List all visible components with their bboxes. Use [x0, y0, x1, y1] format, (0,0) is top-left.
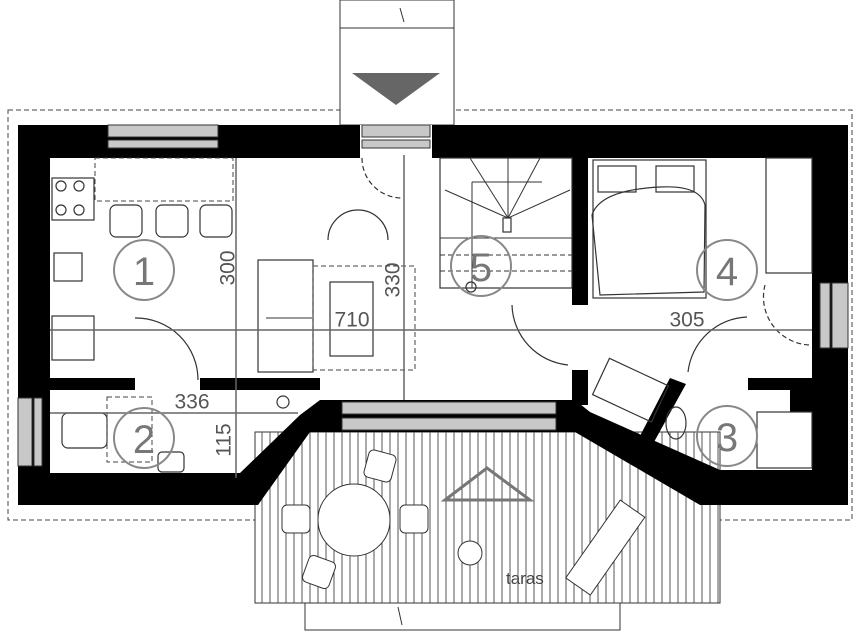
room-number-5: 5	[470, 246, 492, 290]
dimension-lines	[50, 155, 812, 478]
person-figure	[457, 540, 483, 566]
bed	[592, 159, 707, 299]
staircase	[439, 157, 573, 293]
dim-bath-height: 115	[213, 423, 236, 456]
dim-bedroom-width: 305	[669, 309, 704, 332]
room-number-2: 2	[133, 418, 155, 462]
doors	[134, 157, 813, 381]
sunbed	[565, 499, 646, 596]
dim-kitchen-height: 300	[217, 250, 240, 285]
terrace-label: taras	[506, 569, 544, 588]
interior-walls	[50, 125, 812, 442]
shower	[756, 411, 813, 469]
entrance-porch	[339, 0, 455, 126]
cooktop	[51, 177, 95, 221]
entrance-arrow-icon	[352, 73, 440, 105]
room-number-4: 4	[716, 250, 738, 294]
furniture	[51, 157, 813, 473]
wardrobe	[765, 157, 813, 274]
room-number-1: 1	[133, 250, 155, 294]
armchair	[327, 209, 389, 241]
sink	[53, 252, 83, 282]
room-number-3: 3	[716, 416, 738, 460]
dim-total-width: 710	[334, 309, 369, 332]
room-labels: 1 2 3 4 5	[113, 235, 758, 469]
toilet	[61, 412, 108, 449]
coffee-table	[329, 281, 374, 357]
dim-living-height: 330	[382, 262, 405, 297]
sofa	[257, 259, 314, 373]
windows	[17, 124, 849, 467]
washing-machine	[665, 406, 687, 440]
terrace: taras	[254, 431, 721, 631]
dim-bath-width: 336	[174, 391, 209, 414]
